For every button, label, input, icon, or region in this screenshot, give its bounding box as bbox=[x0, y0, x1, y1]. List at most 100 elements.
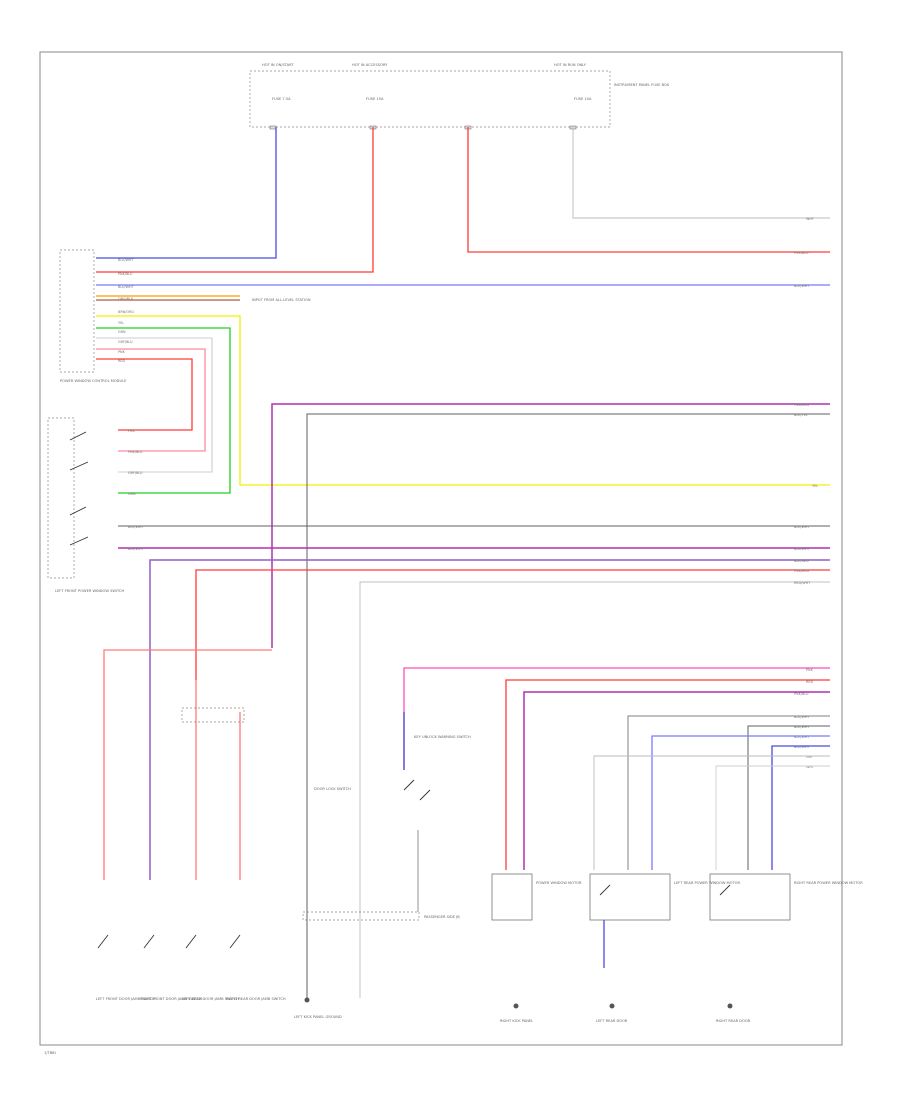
right-label-6: YEL bbox=[812, 484, 818, 488]
jamb-switch-contacts bbox=[97, 934, 241, 949]
right-label-3: BLK/WHT bbox=[794, 284, 810, 288]
label-motor3: RIGHT REAR POWER WINDOW MOTOR bbox=[794, 881, 863, 885]
pin-label-10: RED bbox=[118, 359, 125, 363]
fuse-box-outline bbox=[249, 70, 611, 128]
wire-gry-blu bbox=[96, 337, 213, 473]
wire-wht-top bbox=[572, 127, 830, 219]
pin-label-1: BLK/WHT bbox=[118, 258, 134, 262]
right-label-12: PNK bbox=[806, 668, 814, 672]
control-module-outline bbox=[59, 249, 95, 373]
switch-group-outline bbox=[47, 417, 75, 579]
wire-red-blu-top bbox=[467, 127, 830, 253]
motor-box-1 bbox=[491, 873, 533, 921]
wire-red-top bbox=[96, 127, 374, 273]
pin-label-9: PNK bbox=[118, 350, 126, 354]
right-label-20: WHT bbox=[806, 765, 815, 769]
wire-wht-lower bbox=[715, 765, 830, 870]
wire-pur-down bbox=[149, 559, 830, 880]
wire-wht-down bbox=[359, 581, 830, 998]
wire-red-down bbox=[195, 569, 830, 680]
wire-blk-2 bbox=[747, 725, 830, 870]
ground-symbol-3 bbox=[727, 1003, 733, 1009]
right-label-2: PNK/BLU bbox=[794, 251, 809, 255]
fuse-c-header: HOT IN RUN ONLY bbox=[554, 63, 587, 67]
wire-pnk bbox=[96, 348, 206, 452]
fuse-c-label: FUSE 10A bbox=[574, 97, 592, 101]
diagram-frame bbox=[39, 51, 843, 1046]
wire-blk-wht-right bbox=[306, 413, 830, 720]
wire-blu-2 bbox=[771, 745, 830, 870]
wire-blk-1 bbox=[627, 715, 830, 870]
motor-box-3 bbox=[709, 873, 791, 921]
right-label-16: BLK/WHT bbox=[794, 725, 810, 729]
wire-pnk-lower bbox=[403, 667, 830, 770]
pin-label-2: PNK/BLU bbox=[118, 272, 133, 276]
pin-label-5: BRN/ORG bbox=[118, 310, 134, 314]
label-sw3: LEFT REAR DOOR JAMB SWITCH bbox=[182, 997, 239, 1001]
switch-wire-2: PNK/BLU bbox=[128, 450, 143, 454]
junction-block bbox=[302, 911, 420, 921]
pin-label-7: GRN bbox=[118, 330, 126, 334]
right-label-1: WHT bbox=[806, 217, 815, 221]
switch-wire-1: PNK bbox=[128, 429, 136, 433]
right-label-17: BLK/WHT bbox=[794, 735, 810, 739]
pin-label-3: BLU/WHT bbox=[118, 285, 135, 289]
label-ground-center: LEFT KICK PANEL GROUND bbox=[294, 1015, 342, 1019]
wire-pnk-left-drop bbox=[103, 649, 272, 880]
label-gnd2: LEFT REAR DOOR bbox=[596, 1019, 628, 1023]
right-label-4: PNK/RED bbox=[794, 403, 809, 407]
wire-red-small bbox=[96, 358, 193, 431]
pin-label-4: ORG/BLK bbox=[118, 297, 134, 301]
connector-pin-labels: BLK/WHT PNK/BLU BLU/WHT ORG/BLK BRN/ORG … bbox=[118, 258, 135, 363]
ground-symbol-2 bbox=[609, 1003, 615, 1009]
label-sw4: RIGHT REAR DOOR JAMB SWITCH bbox=[226, 997, 286, 1001]
diagram-footer: 1/TBBI bbox=[44, 1051, 56, 1055]
switch-wire-3: GRY/BLU bbox=[128, 471, 143, 475]
wire-ylw bbox=[96, 315, 830, 486]
switch-contacts bbox=[69, 431, 89, 546]
switch-wire-4: GRN bbox=[128, 492, 136, 496]
pin-label-6: YEL bbox=[118, 321, 124, 325]
wire-pur-lower bbox=[523, 691, 830, 870]
wire-pur-right bbox=[271, 403, 830, 648]
label-gnd3: RIGHT REAR DOOR bbox=[716, 1019, 751, 1023]
switch-wire-6: BLU/WHT bbox=[128, 547, 145, 551]
right-label-9: BLK/RED bbox=[794, 559, 809, 563]
fuse-a-label: FUSE 7.5A bbox=[272, 97, 291, 101]
right-label-13: RED bbox=[806, 680, 813, 684]
pin-label-8: GRY/BLU bbox=[118, 340, 133, 344]
fuse-a-pin bbox=[269, 125, 277, 130]
right-wire-labels: WHT PNK/BLU BLK/WHT PNK/RED BLK/YEL YEL … bbox=[794, 217, 818, 769]
label-key-switch: KEY UNLOCK WARNING SWITCH bbox=[414, 735, 471, 739]
wire-grn bbox=[96, 327, 231, 494]
label-sw1: LEFT FRONT DOOR JAMB SWITCH bbox=[96, 997, 156, 1001]
right-label-5: BLK/YEL bbox=[794, 413, 808, 417]
switch-wire-5: BLK/WHT bbox=[128, 525, 144, 529]
wire-blu-wht-top bbox=[96, 127, 277, 259]
label-sw2: RIGHT FRONT DOOR JAMB SWITCH bbox=[140, 997, 202, 1001]
fuse-panel-label: INSTRUMENT PANEL FUSE BOX bbox=[614, 83, 670, 87]
jamb-junction bbox=[181, 707, 245, 723]
ground-symbol-1 bbox=[513, 1003, 519, 1009]
fuse-b-header: HOT IN ACCESSORY bbox=[352, 63, 388, 67]
switch-group-label: LEFT FRONT POWER WINDOW SWITCH bbox=[55, 589, 124, 593]
right-label-10: PNK/RED bbox=[794, 569, 809, 573]
ground-symbol-center bbox=[304, 997, 310, 1003]
right-label-18: BLU/WHT bbox=[794, 745, 811, 749]
control-module-label: POWER WINDOW CONTROL MODULE bbox=[60, 379, 127, 383]
label-junction: PASSENGER SIDE JB bbox=[424, 915, 460, 919]
key-switch-contact bbox=[403, 779, 431, 801]
fuse-a-header: HOT IN ON/START bbox=[262, 63, 294, 67]
label-lock-switch: DOOR LOCK SWITCH bbox=[314, 787, 351, 791]
label-gnd1: RIGHT KICK PANEL bbox=[500, 1019, 533, 1023]
right-label-7: BLK/WHT bbox=[794, 525, 810, 529]
fuse-b-label: FUSE 15A bbox=[366, 97, 384, 101]
right-label-14: PNK/BLU bbox=[794, 692, 809, 696]
wire-blu-1 bbox=[651, 735, 830, 870]
label-motor1: POWER WINDOW MOTOR bbox=[536, 881, 582, 885]
label-motor2: LEFT REAR POWER WINDOW MOTOR bbox=[674, 881, 740, 885]
wire-red-lower bbox=[505, 679, 830, 870]
wire-gry-lower bbox=[593, 755, 830, 870]
right-label-15: BLK/WHT bbox=[794, 715, 810, 719]
